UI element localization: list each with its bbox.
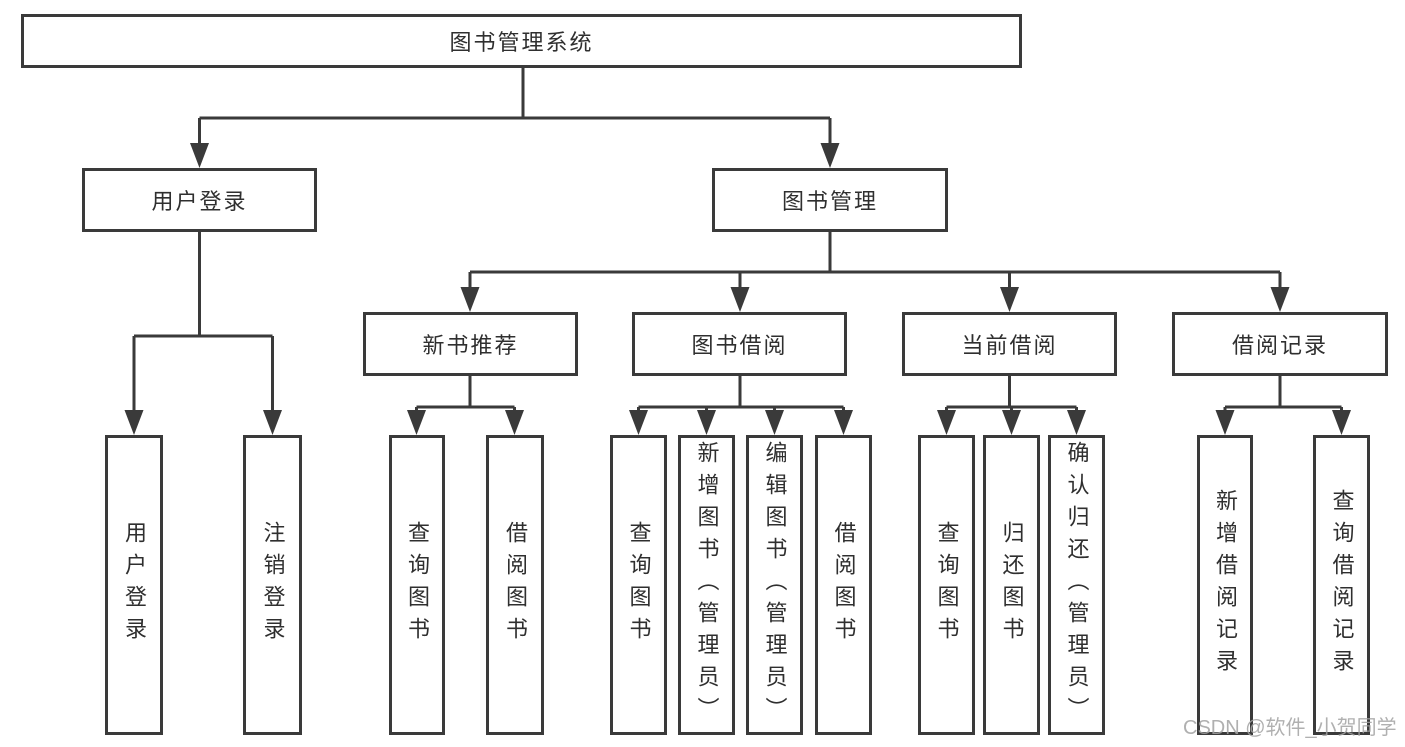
leaf-return-books: 归还图书 [983, 435, 1040, 735]
node-user-login: 用户登录 [82, 168, 317, 232]
leaf-query-books-recommend: 查询图书 [389, 435, 445, 735]
leaf-user-login: 用户登录 [105, 435, 163, 735]
leaf-borrow-books: 借阅图书 [815, 435, 872, 735]
leaf-query-books-borrow: 查询图书 [610, 435, 667, 735]
leaf-edit-books-admin: 编辑图书（管理员） [746, 435, 803, 735]
leaf-borrow-books-recommend: 借阅图书 [486, 435, 544, 735]
leaf-logout: 注销登录 [243, 435, 302, 735]
leaf-add-books-admin: 新增图书（管理员） [678, 435, 735, 735]
watermark: CSDN @软件_小贺同学 [1183, 717, 1397, 739]
node-new-book-recommend: 新书推荐 [363, 312, 578, 376]
node-book-management: 图书管理 [712, 168, 948, 232]
leaf-query-borrow-record: 查询借阅记录 [1313, 435, 1370, 735]
leaf-confirm-return-admin: 确认归还（管理员） [1048, 435, 1105, 735]
node-current-borrow: 当前借阅 [902, 312, 1117, 376]
node-borrow-records: 借阅记录 [1172, 312, 1388, 376]
leaf-query-books-current: 查询图书 [918, 435, 975, 735]
node-library-management-system: 图书管理系统 [21, 14, 1022, 68]
leaf-add-borrow-record: 新增借阅记录 [1197, 435, 1253, 735]
arrowhead-icon [124, 143, 1351, 435]
node-book-borrow: 图书借阅 [632, 312, 847, 376]
